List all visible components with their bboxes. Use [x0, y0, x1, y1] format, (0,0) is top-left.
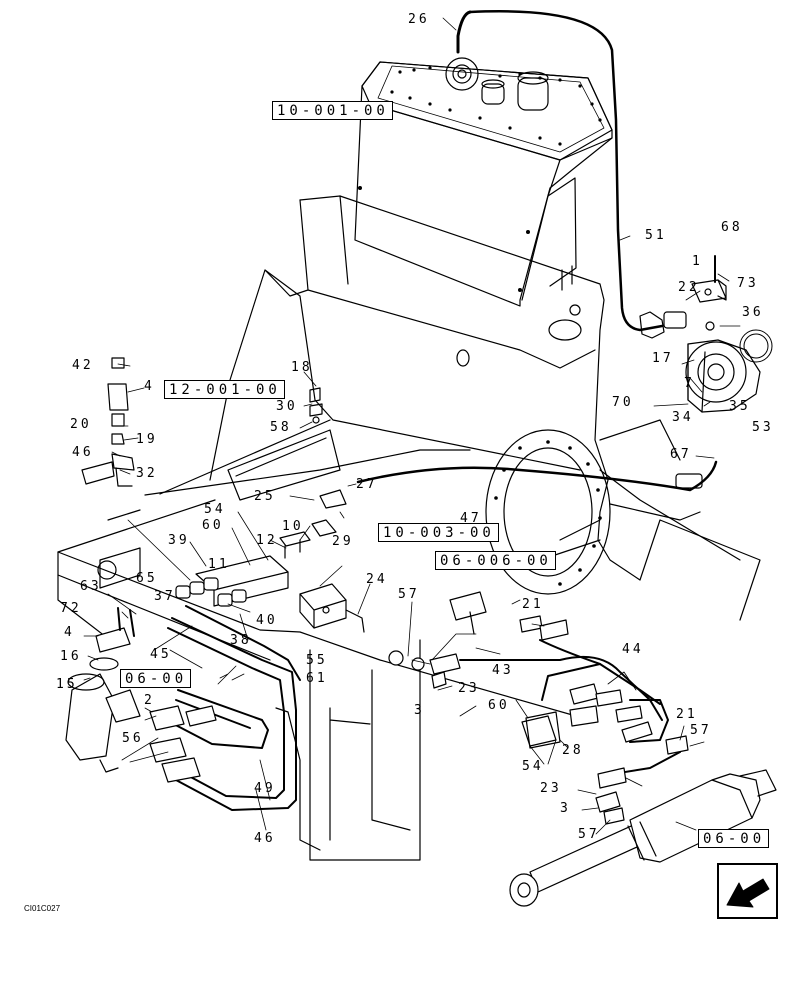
callout: 18	[291, 360, 313, 375]
callout: 57	[690, 723, 712, 738]
callout: 11	[208, 557, 230, 572]
callout: 54	[522, 759, 544, 774]
hose-end-fitting	[675, 473, 703, 489]
callout: 57	[398, 587, 420, 602]
callout: 25	[254, 489, 276, 504]
callout: 44	[622, 642, 644, 657]
callout: 26	[408, 12, 430, 27]
callout: 19	[136, 432, 158, 447]
ref-box-10-003-00[interactable]: 10-003-00	[378, 523, 499, 542]
valve-bank	[175, 489, 347, 607]
callout: 4	[144, 379, 155, 394]
callout: 45	[150, 647, 172, 662]
callout: 63	[80, 579, 102, 594]
callout: 27	[356, 477, 378, 492]
callout: 68	[721, 220, 743, 235]
callout: 35	[729, 399, 751, 414]
filter-assembly	[65, 607, 141, 773]
next-page-button[interactable]	[717, 863, 778, 919]
callout: 21	[522, 597, 544, 612]
callout: 46	[72, 445, 94, 460]
callout: 51	[645, 228, 667, 243]
callout: 73	[737, 276, 759, 291]
callout: 58	[270, 420, 292, 435]
callout: 55	[306, 653, 328, 668]
right-fittings	[388, 615, 689, 825]
control-valve-block	[299, 583, 365, 633]
callout: 40	[256, 613, 278, 628]
left-hose-bundle	[165, 605, 301, 811]
callout: 15	[56, 677, 78, 692]
callout: 38	[230, 633, 252, 648]
callout: 32	[136, 466, 158, 481]
callout: 36	[742, 305, 764, 320]
pressure-hose	[356, 460, 718, 492]
callout: 22	[678, 280, 700, 295]
callout: 70	[612, 395, 634, 410]
callout: 49	[254, 781, 276, 796]
return-hose	[468, 10, 664, 332]
callout: 42	[72, 358, 94, 373]
callout: 10	[282, 519, 304, 534]
callout: 30	[276, 399, 298, 414]
callout: 21	[676, 707, 698, 722]
callout: 16	[60, 649, 82, 664]
leader-lines	[83, 17, 741, 835]
swing-motor	[685, 255, 773, 413]
callout: 28	[562, 743, 584, 758]
callout: 54	[204, 502, 226, 517]
arrow-next-icon	[726, 878, 770, 908]
hydraulic-cylinder	[509, 769, 777, 907]
callout: 24	[366, 572, 388, 587]
callout: 12	[256, 533, 278, 548]
hydraulic-tank	[354, 10, 613, 307]
center-fittings	[309, 387, 323, 424]
ref-box-06-006-00[interactable]: 06-006-00	[435, 551, 556, 570]
callout: 23	[458, 681, 480, 696]
callout: 56	[122, 731, 144, 746]
ref-box-12-001-00[interactable]: 12-001-00	[164, 380, 285, 399]
callout: 23	[540, 781, 562, 796]
callout: 61	[306, 671, 328, 686]
callout: 1	[692, 254, 703, 269]
callout: 53	[752, 420, 774, 435]
slewing-ring	[485, 429, 701, 595]
callout: 3	[560, 801, 571, 816]
ref-box-10-001-00[interactable]: 10-001-00	[272, 101, 393, 120]
callout: 29	[332, 534, 354, 549]
callout: 46	[254, 831, 276, 846]
callout: 67	[670, 447, 692, 462]
callout: 72	[60, 601, 82, 616]
callout: 47	[460, 511, 482, 526]
callout: 65	[136, 571, 158, 586]
callout: 2	[144, 693, 155, 708]
ref-box-06-00-left[interactable]: 06-00	[120, 669, 192, 688]
callout: 43	[492, 663, 514, 678]
callout: 57	[578, 827, 600, 842]
callout: 20	[70, 417, 92, 432]
callout: 39	[168, 533, 190, 548]
callout: 60	[488, 698, 510, 713]
callout: 3	[414, 703, 425, 718]
callout: 7	[684, 376, 695, 391]
callout: 17	[652, 351, 674, 366]
hose-fitting-22	[639, 311, 687, 339]
drawing-code: CI01C027	[24, 904, 61, 913]
callout: 4	[64, 625, 75, 640]
left-hose-sleeves	[149, 705, 217, 783]
callout: 37	[154, 589, 176, 604]
callout: 60	[202, 518, 224, 533]
ref-box-06-00-right[interactable]: 06-00	[698, 829, 770, 848]
callout: 34	[672, 410, 694, 425]
